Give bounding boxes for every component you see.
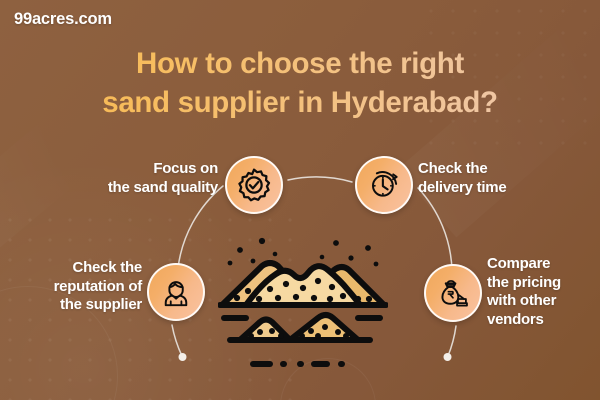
step-label-reputation: Check the reputation of the supplier bbox=[0, 259, 143, 315]
step-label-pricing-line-2: the pricing bbox=[487, 273, 561, 291]
page-title-line-1: How to choose the right bbox=[136, 47, 464, 80]
sand-texture-dots-upper bbox=[233, 277, 373, 303]
step-label-pricing-line-4: vendors bbox=[487, 310, 544, 328]
connector-end-dot-left bbox=[178, 353, 187, 361]
bottom-dash-decoration bbox=[250, 361, 345, 367]
step-label-pricing-line-3: with other bbox=[487, 292, 557, 310]
connector-end-dot-right bbox=[443, 353, 452, 361]
step-label-reputation-line-1: Check the bbox=[72, 259, 143, 276]
step-label-pricing-line-1: Compare bbox=[487, 255, 551, 272]
money-bag-rupee-icon bbox=[435, 275, 471, 311]
step-label-delivery-line-2: delivery time bbox=[418, 178, 507, 196]
step-icon-delivery[interactable] bbox=[355, 156, 413, 214]
step-label-quality-line-1: Focus on bbox=[153, 160, 218, 177]
sand-speck-group bbox=[227, 237, 379, 267]
badge-check-icon bbox=[236, 167, 272, 203]
step-label-delivery-line-1: Check the bbox=[418, 160, 488, 177]
person-icon bbox=[158, 274, 194, 310]
step-label-reputation-line-3: the supplier bbox=[59, 296, 142, 314]
step-icon-reputation[interactable] bbox=[147, 263, 205, 321]
connector-left-upper-arc bbox=[177, 185, 224, 269]
connector-top-arc bbox=[287, 176, 353, 183]
connector-right-upper-arc bbox=[417, 187, 453, 271]
step-label-quality: Focus on the sand quality bbox=[38, 160, 218, 197]
clock-delivery-icon bbox=[366, 167, 402, 203]
step-label-quality-line-2: the sand quality bbox=[107, 178, 218, 196]
step-icon-pricing[interactable] bbox=[424, 264, 482, 322]
step-icon-quality[interactable] bbox=[225, 156, 283, 214]
connector-left-lower-arc bbox=[171, 324, 183, 357]
page-title: How to choose the right sand supplier in… bbox=[0, 45, 600, 123]
brand-logo: 99acres.com bbox=[14, 10, 112, 28]
connector-right-lower-arc bbox=[447, 325, 457, 357]
step-label-reputation-line-2: reputation of bbox=[53, 277, 143, 295]
sand-texture-dots-lower bbox=[248, 324, 349, 339]
page-title-line-2: sand supplier in Hyderabad? bbox=[102, 85, 498, 119]
step-label-delivery: Check the delivery time bbox=[418, 160, 588, 197]
sand-pile-illustration bbox=[218, 237, 388, 343]
step-label-pricing: Compare the pricing with other vendors bbox=[487, 255, 597, 329]
